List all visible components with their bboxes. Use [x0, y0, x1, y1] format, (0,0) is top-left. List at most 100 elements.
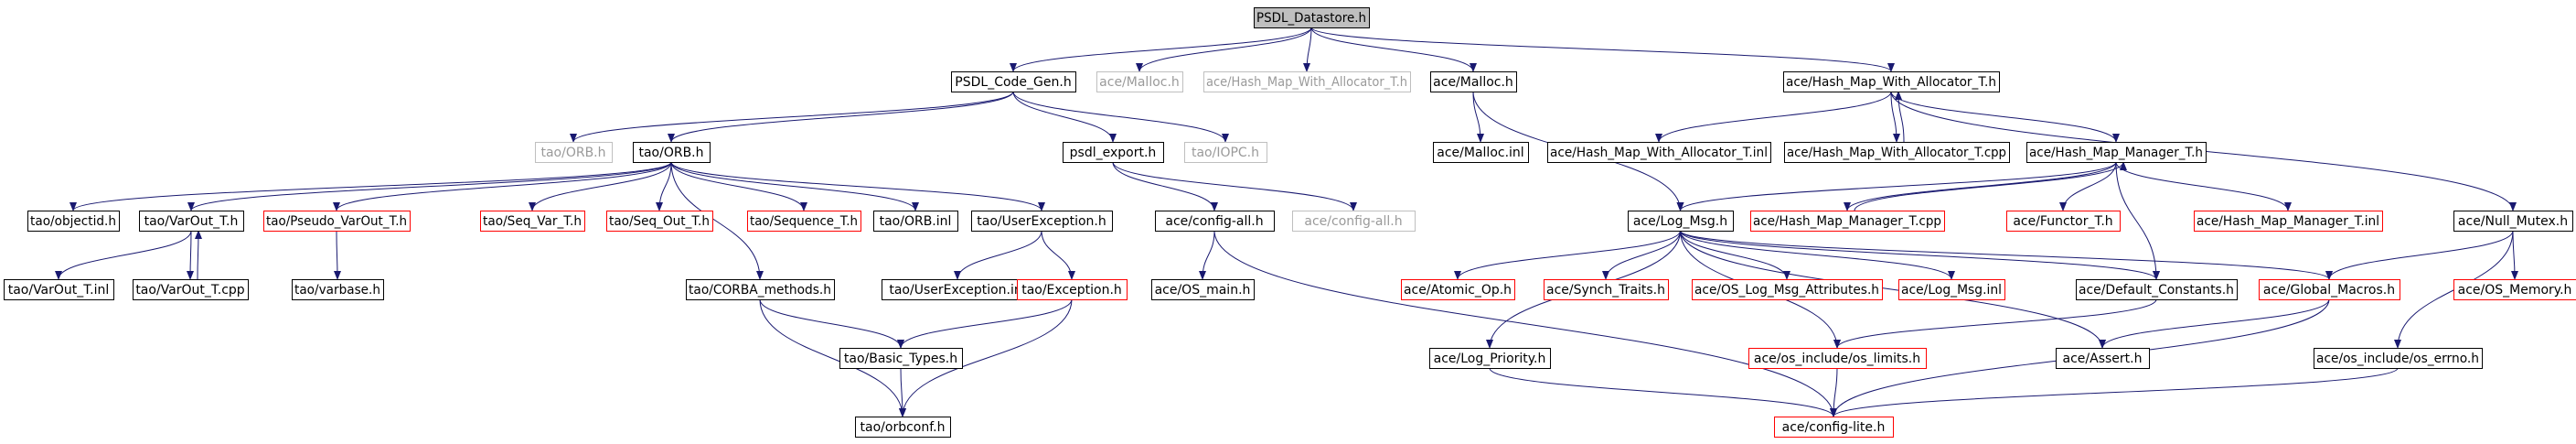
edge-tao_userexception-to-tao_exception: [1041, 230, 1075, 280]
edge-ace_log_msg-to-ace_global_macros: [1680, 230, 2333, 280]
node-ace-hmm-inl[interactable]: ace/Hash_Map_Manager_T.inl: [2194, 211, 2383, 232]
node-ace-log-msg-inl[interactable]: ace/Log_Msg.inl: [1898, 279, 2005, 300]
node-box: [2006, 211, 2121, 232]
edge-tao_corba_methods-to-tao_orbconf: [759, 298, 906, 417]
node-psdl-datastore[interactable]: PSDL_Datastore.h: [1254, 7, 1370, 28]
node-label: ace/Log_Msg.h: [1633, 214, 1727, 229]
node-ace-functor-t[interactable]: ace/Functor_T.h: [2006, 211, 2121, 232]
node-box: [1898, 279, 2005, 300]
node-box: [1784, 142, 2010, 163]
node-label: ace/Assert.h: [2063, 352, 2143, 366]
node-label: tao/Seq_Out_T.h: [609, 214, 710, 229]
node-box: [1692, 279, 1883, 300]
node-psdl-export[interactable]: psdl_export.h: [1063, 142, 1164, 163]
node-tao-corba-methods[interactable]: tao/CORBA_methods.h: [686, 279, 835, 300]
node-tao-userexception[interactable]: tao/UserException.h: [971, 211, 1113, 232]
edge-psdl_code_gen-to-tao_orb_h_gray: [570, 91, 1014, 143]
node-label: ace/OS_Log_Msg_Attributes.h: [1694, 283, 1879, 298]
node-tao-exception[interactable]: tao/Exception.h: [1017, 279, 1128, 300]
node-tao-pseudo-varout[interactable]: tao/Pseudo_VarOut_T.h: [263, 211, 411, 232]
node-ace-synch-traits[interactable]: ace/Synch_Traits.h: [1544, 279, 1669, 300]
node-tao-sequence-t[interactable]: tao/Sequence_T.h: [747, 211, 861, 232]
edge-tao_orb_h-to-tao_pseudo_varout: [333, 161, 672, 211]
node-ace-default-constants[interactable]: ace/Default_Constants.h: [2076, 279, 2238, 300]
node-ace-os-memory[interactable]: ace/OS_Memory.h: [2453, 279, 2576, 300]
node-tao-orbconf[interactable]: tao/orbconf.h: [855, 417, 951, 438]
node-box: [686, 279, 835, 300]
node-box: [480, 211, 585, 232]
node-label: ace/Hash_Map_Manager_T.inl: [2197, 214, 2379, 229]
node-ace-os-limits[interactable]: ace/os_include/os_limits.h: [1748, 348, 1927, 369]
node-ace-null-mutex[interactable]: ace/Null_Mutex.h: [2453, 211, 2573, 232]
node-tao-iopc[interactable]: tao/IOPC.h: [1184, 142, 1267, 163]
node-label: tao/Sequence_T.h: [750, 214, 858, 229]
node-label: tao/Seq_Var_T.h: [483, 214, 582, 229]
node-ace-log-priority[interactable]: ace/Log_Priority.h: [1429, 348, 1551, 369]
node-ace-atomic-op[interactable]: ace/Atomic_Op.h: [1401, 279, 1515, 300]
edge-ace_hmwa_h-to-ace_hmwa_cpp: [1890, 91, 1900, 143]
edge-ace_default_constants-to-ace_os_limits: [1833, 298, 2157, 349]
node-label: tao/objectid.h: [30, 214, 116, 229]
node-label: ace/Atomic_Op.h: [1404, 283, 1512, 298]
node-ace-hmwa-h-gray[interactable]: ace/Hash_Map_With_Allocator_T.h: [1203, 71, 1411, 92]
edge-ace_hmm_h-to-ace_functor_t: [2059, 161, 2117, 211]
node-ace-malloc-h-gray[interactable]: ace/Malloc.h: [1096, 71, 1183, 92]
node-ace-hmm-cpp[interactable]: ace/Hash_Map_Manager_T.cpp: [1750, 211, 1945, 232]
edge-ace_log_priority-to-ace_config_lite: [1489, 367, 1837, 417]
node-label: PSDL_Datastore.h: [1256, 11, 1366, 26]
node-ace-hmm-h[interactable]: ace/Hash_Map_Manager_T.h: [2026, 142, 2207, 163]
node-ace-malloc-inl[interactable]: ace/Malloc.inl: [1433, 142, 1529, 163]
node-ace-os-errno[interactable]: ace/os_include/os_errno.h: [2314, 348, 2483, 369]
node-tao-objectid[interactable]: tao/objectid.h: [27, 211, 120, 232]
node-ace-hmwa-inl[interactable]: ace/Hash_Map_With_Allocator_T.inl: [1547, 142, 1771, 163]
node-ace-global-macros[interactable]: ace/Global_Macros.h: [2259, 279, 2400, 300]
node-tao-varout-inl[interactable]: tao/VarOut_T.inl: [4, 279, 114, 300]
node-label: tao/VarOut_T.inl: [8, 283, 110, 298]
node-psdl-code-gen[interactable]: PSDL_Code_Gen.h: [951, 71, 1076, 92]
node-box: [2194, 211, 2383, 232]
node-tao-seq-var[interactable]: tao/Seq_Var_T.h: [480, 211, 585, 232]
node-tao-orb-h-gray[interactable]: tao/ORB.h: [535, 142, 613, 163]
node-box: [606, 211, 713, 232]
node-ace-malloc-h[interactable]: ace/Malloc.h: [1430, 71, 1517, 92]
node-tao-orb-inl[interactable]: tao/ORB.inl: [873, 211, 958, 232]
edge-ace_config_all_h-to-ace_os_main: [1199, 230, 1215, 280]
node-label: ace/Log_Priority.h: [1434, 352, 1546, 366]
node-label: tao/ORB.inl: [880, 214, 952, 229]
node-label: tao/Basic_Types.h: [844, 352, 957, 366]
node-ace-log-msg[interactable]: ace/Log_Msg.h: [1628, 211, 1734, 232]
node-ace-os-main[interactable]: ace/OS_main.h: [1151, 279, 1255, 300]
node-box: [1151, 279, 1255, 300]
node-box: [951, 71, 1076, 92]
node-ace-config-all-h[interactable]: ace/config-all.h: [1155, 211, 1275, 232]
node-box: [1783, 71, 2000, 92]
node-ace-assert[interactable]: ace/Assert.h: [2056, 348, 2150, 369]
node-ace-os-log-msg-attr[interactable]: ace/OS_Log_Msg_Attributes.h: [1692, 279, 1883, 300]
node-ace-hmwa-cpp[interactable]: ace/Hash_Map_With_Allocator_T.cpp: [1784, 142, 2010, 163]
node-label: ace/Malloc.inl: [1437, 146, 1523, 160]
node-tao-orb-h[interactable]: tao/ORB.h: [633, 142, 711, 163]
node-tao-varout-h[interactable]: tao/VarOut_T.h: [139, 211, 244, 232]
edge-tao_orb_h-to-tao_objectid: [69, 161, 672, 211]
node-tao-varbase[interactable]: tao/varbase.h: [292, 279, 384, 300]
node-box: [1774, 417, 1894, 438]
edge-psdl_datastore-to-ace_malloc_h_gray: [1136, 27, 1312, 72]
edge-ace_null_mutex-to-ace_os_memory: [2510, 230, 2518, 280]
node-label: psdl_export.h: [1070, 146, 1157, 160]
node-tao-seq-out[interactable]: tao/Seq_Out_T.h: [606, 211, 713, 232]
edge-psdl_code_gen-to-tao_iopc: [1012, 91, 1229, 143]
node-ace-config-lite[interactable]: ace/config-lite.h: [1774, 417, 1894, 438]
node-tao-basic-types[interactable]: tao/Basic_Types.h: [839, 348, 963, 369]
node-tao-userexception-inl[interactable]: tao/UserException.inl: [882, 279, 1034, 300]
edge-psdl_export-to-ace_config_all_h: [1112, 161, 1218, 211]
node-box: [971, 211, 1113, 232]
node-box: [633, 142, 711, 163]
node-tao-varout-cpp[interactable]: tao/VarOut_T.cpp: [133, 279, 249, 300]
node-box: [1430, 71, 1517, 92]
node-label: tao/VarOut_T.h: [144, 214, 239, 229]
node-box: [1292, 211, 1416, 232]
node-label: ace/Hash_Map_With_Allocator_T.h: [1786, 75, 1996, 90]
node-ace-hmwa-h[interactable]: ace/Hash_Map_With_Allocator_T.h: [1783, 71, 2000, 92]
node-ace-config-all-h-gray[interactable]: ace/config-all.h: [1292, 211, 1416, 232]
node-box: [839, 348, 963, 369]
